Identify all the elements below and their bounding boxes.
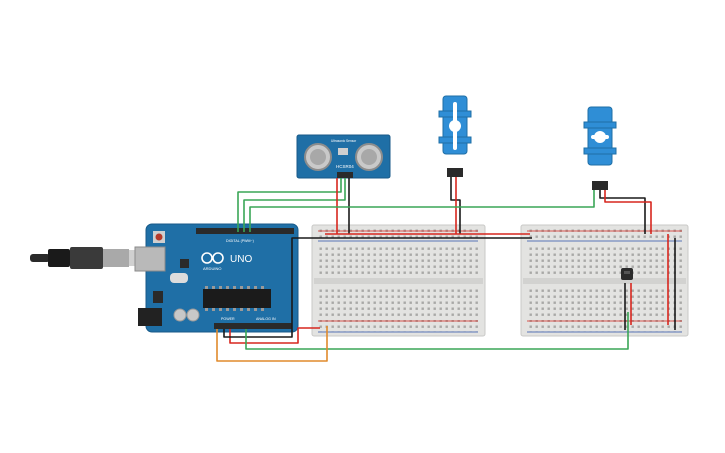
breadboard-left (311, 224, 486, 337)
wire-green (249, 190, 595, 232)
sensor-board-text: HCSR04 (336, 164, 354, 169)
brand-label: UNO (230, 254, 252, 265)
wire-green (237, 178, 342, 232)
wire-green (245, 312, 629, 350)
wire-green (243, 178, 346, 232)
wire-black (599, 190, 646, 234)
wires (216, 177, 676, 362)
breadboard-right (520, 224, 689, 337)
sensor-small-text: Ultrasonic Sensor (331, 139, 357, 143)
digital-header-label: DIGITAL (PWM~) (226, 239, 254, 243)
analog-header-label: ANALOG IN (256, 317, 276, 321)
sub-brand-label: ARDUINO (203, 266, 221, 271)
wire-orange (216, 326, 328, 362)
wire-black (223, 237, 318, 338)
servo-motor-icon[interactable] (583, 106, 617, 190)
usb-cable-icon (30, 247, 137, 269)
wire-red (229, 327, 320, 344)
arduino-logo-icon (201, 252, 224, 264)
ultrasonic-sensor-icon[interactable]: Ultrasonic Sensor HCSR04 (296, 134, 391, 179)
tilt-sensor-icon[interactable] (621, 268, 633, 280)
wire-red (604, 190, 652, 234)
arduino-uno-board[interactable]: UNO ARDUINO DIGITAL (PWM~) POWER ANALOG … (134, 223, 299, 333)
power-header-label: POWER (221, 317, 235, 321)
servo-motor-icon[interactable] (438, 95, 472, 177)
